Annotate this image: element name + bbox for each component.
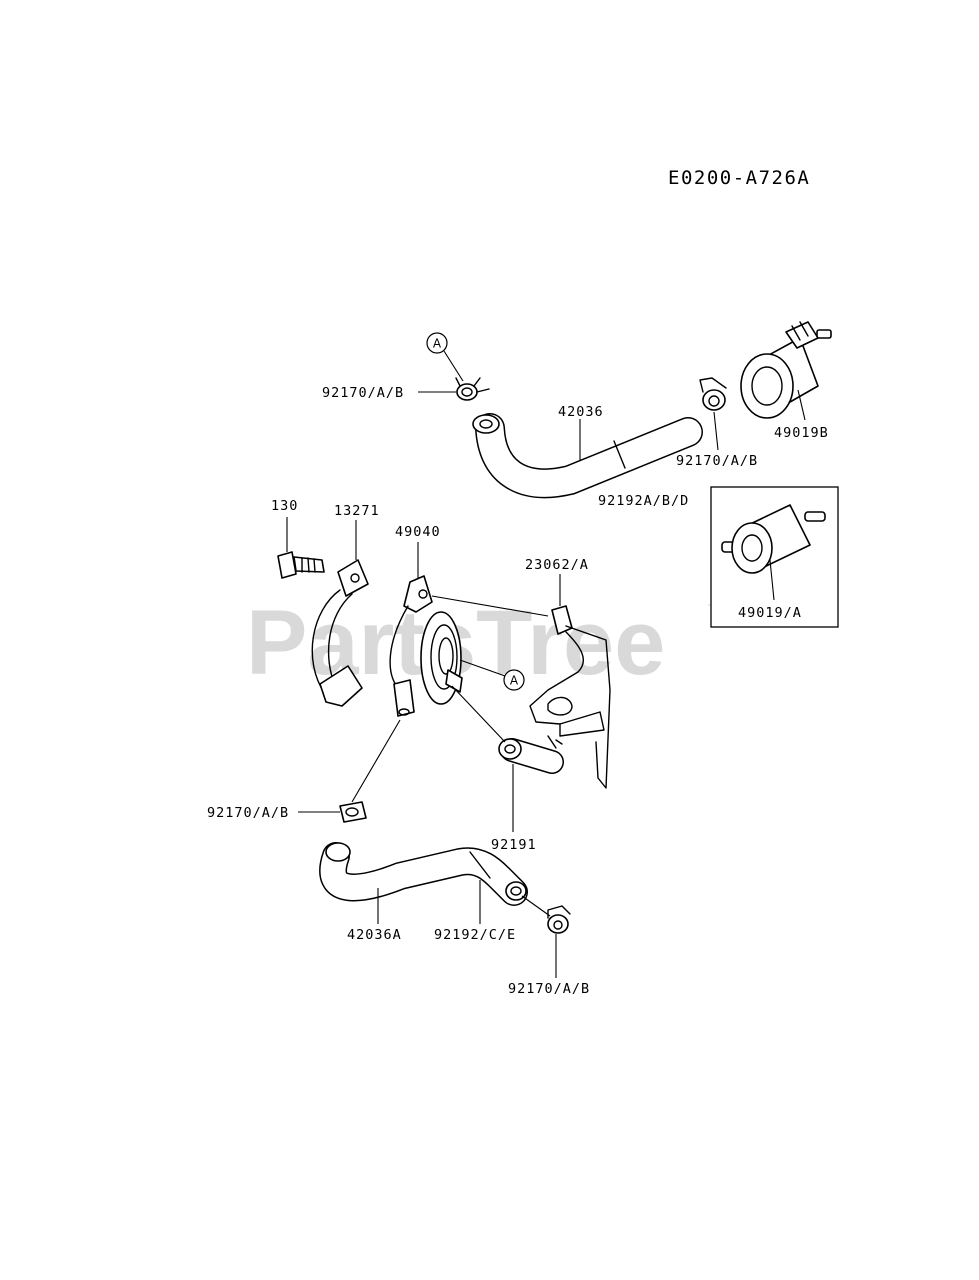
label-49019b-filter[interactable]: 49019B [774, 425, 829, 441]
fuel-hose-42036[interactable] [472, 413, 703, 499]
label-130-bolt[interactable]: 130 [271, 498, 298, 514]
hose-clamp-top-left[interactable] [455, 377, 490, 401]
label-92192ce-hose[interactable]: 92192/C/E [434, 927, 516, 943]
label-92170-clamp-middle-left[interactable]: 92170/A/B [207, 805, 289, 821]
callout-a-top-letter: A [433, 337, 442, 351]
hose-clamp-bottom[interactable] [547, 905, 571, 934]
hose-clamp-top-right[interactable] [699, 377, 727, 411]
label-92170-clamp-top-right[interactable]: 92170/A/B [676, 453, 758, 469]
label-49040-pump[interactable]: 49040 [395, 524, 441, 540]
filter-49019a-inset: 49019/A [710, 486, 839, 628]
callout-a-middle[interactable]: A [503, 669, 525, 691]
bolt-130[interactable] [277, 551, 325, 579]
diagram-code: E0200-A726A [668, 167, 810, 189]
mounting-plate[interactable] [529, 625, 611, 789]
label-92170-clamp-bottom[interactable]: 92170/A/B [508, 981, 590, 997]
fuel-filter-49019a[interactable] [721, 504, 826, 574]
fuel-pump-49040[interactable] [389, 575, 463, 717]
fuel-filter-49019b[interactable] [740, 321, 832, 419]
label-23062a-nut[interactable]: 23062/A [525, 557, 589, 573]
label-92191-cap[interactable]: 92191 [491, 837, 537, 853]
label-42036-hose[interactable]: 42036 [558, 404, 604, 420]
fuel-hose-42036a[interactable] [319, 842, 528, 906]
hose-clamp-middle-left[interactable] [339, 801, 367, 823]
bracket-13271[interactable] [311, 559, 369, 707]
callout-a-middle-letter: A [510, 674, 519, 688]
label-92192abd-hose[interactable]: 92192A/B/D [598, 493, 689, 509]
cap-92191[interactable] [498, 738, 564, 774]
label-92170-clamp-top-left[interactable]: 92170/A/B [322, 385, 404, 401]
label-49019a-filter[interactable]: 49019/A [738, 605, 802, 621]
label-42036a-hose[interactable]: 42036A [347, 927, 402, 943]
callout-a-top[interactable]: A [426, 332, 448, 354]
label-13271-bracket[interactable]: 13271 [334, 503, 380, 519]
